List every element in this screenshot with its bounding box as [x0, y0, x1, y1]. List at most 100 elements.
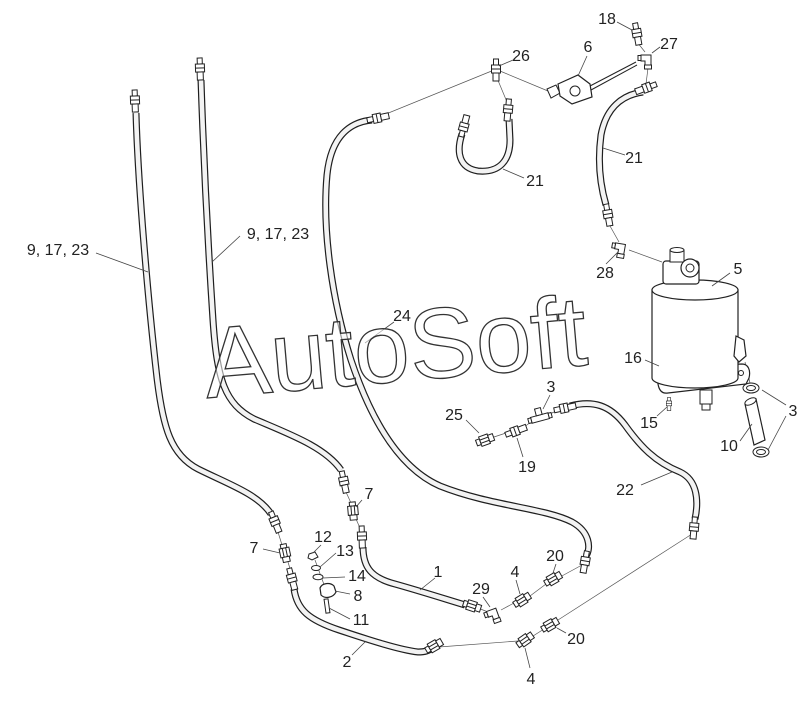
leader-line — [556, 627, 567, 634]
callout-19: 19 — [518, 459, 536, 476]
valve-knob — [569, 85, 581, 97]
callout-4: 4 — [527, 671, 536, 688]
tube-10-end — [744, 397, 757, 406]
guide-line — [496, 77, 508, 103]
callout-27: 27 — [660, 36, 678, 53]
washer-14 — [312, 573, 324, 581]
callout-16: 16 — [624, 350, 642, 367]
leader-line — [355, 499, 363, 508]
filter-bottom-port — [699, 389, 713, 405]
leader-line — [711, 272, 731, 287]
leader-line — [602, 147, 626, 156]
leader-line — [767, 415, 787, 451]
callout-3: 3 — [547, 379, 556, 396]
callout-21: 21 — [526, 173, 544, 190]
leader-line — [515, 579, 521, 595]
leader-line — [498, 59, 514, 67]
callout-8: 8 — [354, 588, 363, 605]
valve-6 — [546, 61, 638, 105]
leader-line — [351, 640, 367, 656]
filter-head-cap-top — [669, 247, 685, 253]
leader-line — [322, 576, 346, 579]
ring-3-inner — [746, 385, 756, 391]
callout-20: 20 — [546, 548, 564, 565]
flange-hole — [738, 370, 744, 376]
callout-13: 13 — [336, 543, 354, 560]
leader-line — [95, 252, 149, 273]
leader-line — [502, 168, 525, 179]
callout-4: 4 — [511, 564, 520, 581]
filter-head-knob-center — [685, 263, 695, 273]
callout-20: 20 — [567, 631, 585, 648]
clamp-8 — [319, 582, 337, 598]
callout-9-17-23: 9, 17, 23 — [247, 226, 309, 243]
valve-lever — [589, 61, 637, 87]
leader-line — [312, 544, 322, 554]
leader-line — [319, 552, 337, 568]
callout-25: 25 — [445, 407, 463, 424]
guide-line — [345, 491, 352, 504]
leader-line — [651, 46, 661, 54]
ring-3-inner — [756, 449, 766, 455]
guide-line — [500, 602, 515, 611]
leader-line — [334, 590, 351, 595]
guide-line — [499, 70, 549, 92]
leader-line — [761, 389, 787, 406]
callout-15: 15 — [640, 415, 658, 432]
leader-line — [328, 607, 351, 620]
callout-7: 7 — [365, 486, 374, 503]
guide-line — [628, 249, 663, 263]
callout-26: 26 — [512, 48, 530, 65]
leader-line — [640, 471, 673, 486]
callout-10: 10 — [720, 438, 738, 455]
leader-line — [364, 321, 395, 344]
callout-2: 2 — [343, 654, 352, 671]
callout-22: 22 — [616, 482, 634, 499]
leader-line — [605, 251, 619, 265]
leader-line — [482, 596, 491, 608]
leader-line — [542, 394, 551, 410]
callout-labels: 18 6 27 26 21 21 9, 17, 23 9, 17, 23 28 … — [27, 11, 798, 688]
callout-14: 14 — [348, 568, 366, 585]
leader-line — [644, 359, 660, 367]
callout-1: 1 — [434, 564, 443, 581]
leader-line — [577, 55, 588, 77]
callout-18: 18 — [598, 11, 616, 28]
leader-line — [739, 423, 753, 442]
callout-3: 3 — [789, 403, 798, 420]
filter-5 — [651, 247, 751, 411]
leader-line — [616, 21, 633, 31]
guide-line — [529, 583, 547, 597]
leader-line — [465, 419, 480, 434]
tube-10-assembly — [742, 382, 770, 458]
guide-line — [277, 531, 283, 546]
callout-21: 21 — [625, 150, 643, 167]
leader-line — [552, 563, 557, 574]
leader-line — [211, 235, 241, 263]
valve-lever — [590, 64, 638, 91]
leader-line — [656, 406, 668, 417]
callout-7: 7 — [250, 540, 259, 557]
callout-12: 12 — [314, 529, 332, 546]
bolt-11 — [323, 598, 331, 614]
filter-bottom-port-tip — [701, 403, 711, 411]
washer-13 — [311, 565, 321, 571]
filter-side-outlet — [733, 335, 747, 363]
leader-line — [419, 577, 436, 591]
callout-28: 28 — [596, 265, 614, 282]
guide-line — [557, 533, 693, 621]
leader-line — [516, 437, 524, 458]
callout-6: 6 — [584, 39, 593, 56]
filter-body — [651, 289, 739, 389]
guide-line — [559, 564, 583, 578]
guide-line — [645, 67, 649, 85]
leader-lines — [95, 21, 787, 669]
leader-line — [524, 647, 531, 669]
guide-line — [380, 67, 500, 117]
callout-24: 24 — [393, 308, 411, 325]
leader-line — [262, 548, 281, 554]
guide-line — [438, 640, 519, 648]
callout-9-17-23: 9, 17, 23 — [27, 242, 89, 259]
callout-29: 29 — [472, 581, 490, 598]
